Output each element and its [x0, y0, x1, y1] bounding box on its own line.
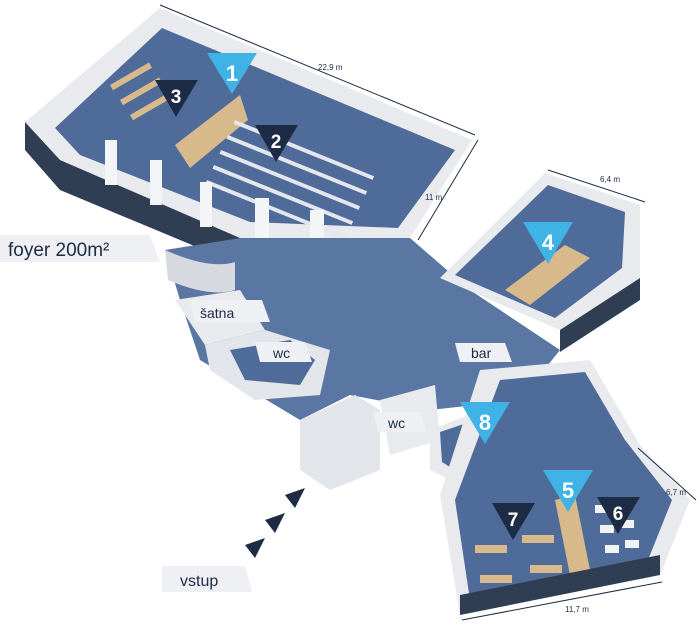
svg-text:1: 1	[226, 61, 238, 86]
room4-floor	[455, 185, 625, 318]
right-wing-glass	[460, 555, 660, 615]
entrance-arrow-icon	[285, 488, 305, 508]
label-foyer: foyer 200m²	[0, 235, 160, 262]
room-marker-1: 1	[207, 53, 257, 94]
svg-text:6: 6	[613, 504, 624, 525]
room-marker-8: 8	[460, 402, 510, 444]
dim-right-label: 11 m	[425, 193, 443, 202]
label-satna: šatna	[190, 300, 270, 322]
svg-text:wc: wc	[272, 345, 290, 361]
entrance-arrow-icon	[245, 538, 265, 558]
room-marker-6: 6	[597, 497, 640, 534]
main-hall	[25, 8, 472, 265]
dim-room4-label: 6,4 m	[600, 175, 620, 184]
svg-text:2: 2	[271, 132, 282, 153]
dim-line-top	[159, 4, 476, 136]
svg-text:5: 5	[562, 478, 574, 503]
svg-text:vstup: vstup	[180, 573, 218, 590]
svg-text:7: 7	[508, 510, 519, 531]
dim-line-right	[417, 139, 479, 241]
dim-depth-label: 6,7 m	[666, 488, 686, 497]
foyer-curved-wall	[165, 250, 235, 293]
room4-glass	[560, 278, 640, 352]
svg-text:bar: bar	[471, 345, 492, 361]
entrance-arrow-icon	[265, 513, 285, 533]
room5-divider	[555, 495, 590, 575]
dimension-lines	[159, 4, 697, 621]
entrance-arrows	[245, 488, 305, 558]
dim-line-depth	[637, 447, 697, 501]
label-wc-lower: wc	[373, 412, 427, 432]
dim-bottom-label: 11,7 m	[565, 605, 589, 614]
label-wc-upper: wc	[255, 342, 312, 362]
room3-tables	[110, 62, 172, 121]
room-marker-7: 7	[492, 503, 535, 540]
room7-desks	[475, 535, 562, 583]
room-marker-5: 5	[543, 470, 593, 512]
room-4	[440, 173, 640, 352]
svg-text:šatna: šatna	[200, 305, 234, 321]
label-bar: bar	[455, 343, 512, 362]
svg-text:3: 3	[171, 87, 182, 108]
room-marker-4: 4	[523, 222, 573, 264]
dim-top-label: 22,9 m	[318, 63, 343, 72]
stage-partition	[175, 95, 248, 168]
label-vstup: vstup	[162, 566, 252, 592]
dim-line-room4	[547, 169, 646, 203]
room-marker-2: 2	[255, 125, 298, 162]
main-hall-glass-front	[25, 122, 240, 265]
svg-text:4: 4	[542, 230, 555, 255]
dim-line-bottom	[461, 581, 663, 621]
lower-corridor-walls	[300, 395, 380, 490]
svg-text:foyer 200m²: foyer 200m²	[8, 240, 109, 261]
svg-text:wc: wc	[387, 415, 405, 431]
room-marker-3: 3	[155, 80, 198, 117]
svg-text:8: 8	[479, 410, 491, 435]
room4-table	[505, 245, 590, 305]
